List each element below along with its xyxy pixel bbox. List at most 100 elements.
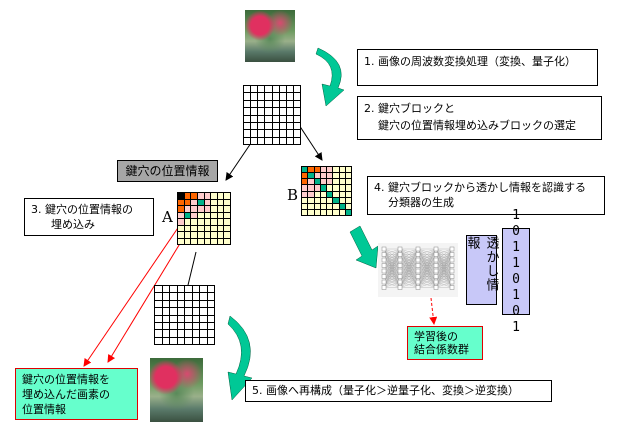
step1-text: 1. 画像の周波数変換処理（変換、量子化） — [364, 55, 576, 68]
grid-cell — [224, 193, 230, 199]
network-node — [381, 257, 387, 263]
grid-cell — [192, 293, 199, 300]
network-connection — [383, 270, 401, 288]
network-connection — [435, 276, 453, 288]
grid-cell — [293, 137, 300, 144]
grid-cell — [204, 232, 211, 238]
grid-cell — [320, 185, 326, 191]
network-node — [433, 257, 439, 263]
grid-cell — [258, 108, 265, 115]
watermarked-image — [150, 358, 203, 422]
network-connection — [399, 254, 419, 288]
grid-cell — [320, 209, 326, 215]
red-dashed-arrow — [429, 297, 438, 325]
grid-cell — [308, 197, 314, 203]
grid-cell — [333, 191, 339, 197]
network-connection — [383, 248, 401, 288]
grid-cell — [314, 167, 320, 173]
grid-cell — [339, 173, 345, 179]
grid-cell — [272, 108, 279, 115]
grid-cell — [170, 286, 177, 293]
grid-cell — [197, 212, 204, 218]
grid-cell — [272, 93, 279, 100]
grid-cell — [279, 100, 286, 108]
network-node — [415, 257, 421, 263]
network-connection — [399, 248, 419, 255]
grid-cell — [251, 86, 258, 93]
network-node — [449, 268, 455, 274]
network-connection — [417, 248, 437, 283]
network-node — [449, 257, 455, 263]
grid-cell — [217, 225, 224, 231]
grid-cell — [265, 86, 272, 93]
grid-cell — [327, 173, 333, 179]
network-connection — [417, 248, 437, 288]
network-node — [433, 268, 439, 274]
grid-cell — [197, 199, 204, 205]
grid-cell — [272, 100, 279, 108]
grid-cell — [333, 173, 339, 179]
grid-cell — [339, 209, 345, 215]
grid-cell — [339, 203, 345, 209]
grid-cell — [207, 308, 214, 315]
embedded-pixels-text-3: 位置情報 — [22, 403, 66, 416]
network-node — [449, 274, 455, 279]
embedded-pixel-position-box: 鍵穴の位置情報を 埋め込んだ画素の 位置情報 — [15, 368, 138, 420]
grid-cell — [211, 219, 217, 225]
grid-cell — [184, 206, 191, 212]
grid-cell — [314, 185, 320, 191]
grid-cell — [177, 293, 184, 300]
grid-cell — [170, 293, 177, 300]
network-connection — [417, 248, 437, 272]
grid-cell — [207, 286, 214, 293]
grid-cell — [192, 315, 199, 322]
grid-cell — [345, 203, 351, 209]
grid-cell — [286, 93, 293, 100]
grid-cell — [192, 322, 199, 330]
grid-cell — [185, 330, 192, 337]
grid-cell — [251, 108, 258, 115]
network-connection — [435, 248, 453, 272]
embedded-pixels-text-2: 埋め込んだ画素の — [22, 388, 110, 401]
grid-cell — [155, 308, 162, 315]
grid-cell — [302, 185, 308, 191]
grid-cell — [178, 212, 184, 218]
grid-cell — [327, 167, 333, 173]
grid-cell — [258, 115, 265, 122]
grid-cell — [155, 322, 162, 330]
grid-cell — [204, 199, 211, 205]
grid-cell — [320, 197, 326, 203]
grid-cell — [204, 219, 211, 225]
network-connection — [383, 281, 401, 288]
grid-cell — [244, 122, 251, 130]
grid-cell — [178, 219, 184, 225]
grid-cell — [251, 115, 258, 122]
step3-box: 3. 鍵穴の位置情報の 埋め込み — [24, 198, 154, 236]
grid-cell — [211, 238, 217, 244]
network-connection — [383, 248, 401, 277]
grid-cell — [184, 232, 191, 238]
network-connection — [417, 259, 437, 288]
grid-cell — [314, 191, 320, 197]
grid-cell — [170, 322, 177, 330]
network-connection — [383, 265, 401, 288]
network-connection — [435, 248, 453, 266]
grid-cell — [279, 122, 286, 130]
grid-cell — [286, 115, 293, 122]
grid-cell — [162, 286, 169, 293]
grid-cell — [265, 122, 272, 130]
grid-cell — [197, 232, 204, 238]
grid-cell — [339, 197, 345, 203]
grid-cell — [207, 293, 214, 300]
grid-cell — [327, 209, 333, 215]
grid-cell — [211, 199, 217, 205]
network-connection — [435, 248, 453, 255]
network-connection — [383, 248, 401, 272]
grid-cell — [162, 337, 169, 344]
grid-cell — [265, 130, 272, 137]
grid-cell — [244, 100, 251, 108]
grid-cell — [345, 179, 351, 185]
grid-cell — [327, 179, 333, 185]
grid-cell — [197, 238, 204, 244]
